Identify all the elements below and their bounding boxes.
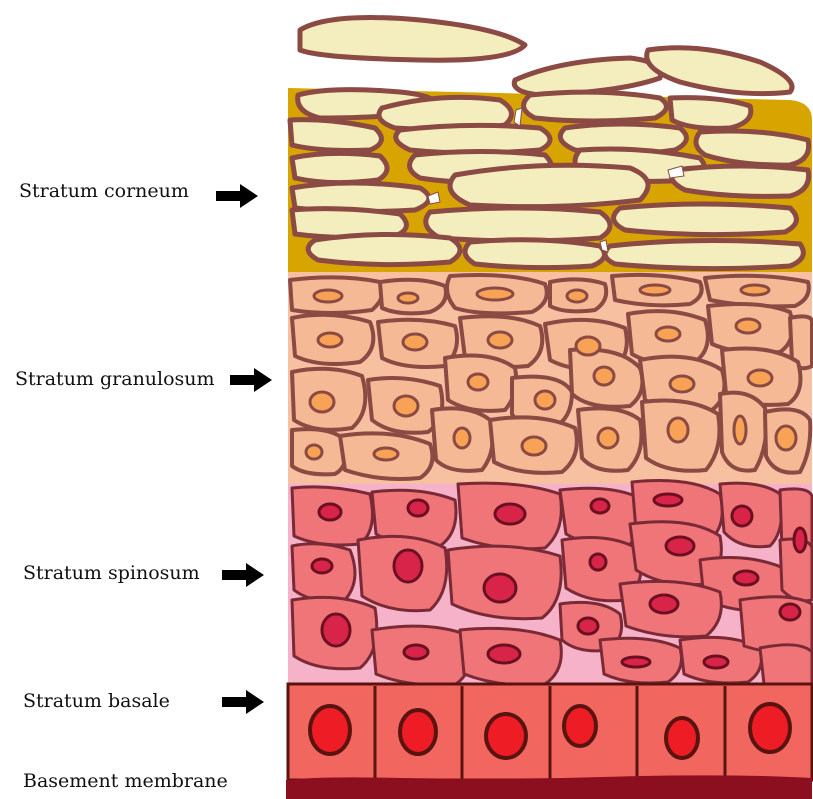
corneum-cells [290, 18, 809, 269]
basement-membrane [286, 775, 812, 799]
